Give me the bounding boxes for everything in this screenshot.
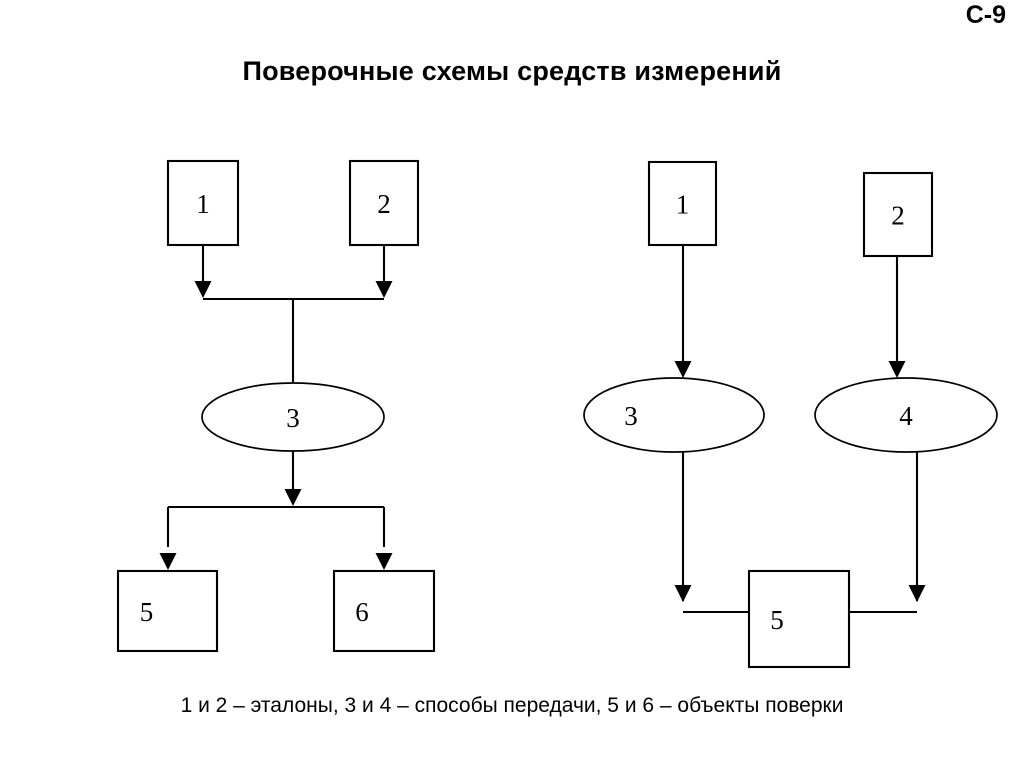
arrowhead-icon	[284, 489, 302, 506]
node-label: 6	[355, 597, 369, 627]
node-rect	[747, 569, 851, 669]
node-R5: 5	[747, 569, 851, 669]
arrowhead-icon	[194, 281, 212, 298]
node-R2: 2	[862, 171, 934, 258]
diagram-edges-layer	[159, 245, 926, 614]
node-ellipse	[814, 377, 998, 453]
arrowhead-icon	[159, 553, 177, 570]
node-R1: 1	[647, 160, 718, 247]
node-L5: 5	[116, 569, 219, 653]
node-rect	[647, 160, 718, 247]
node-label: 2	[377, 189, 391, 219]
page-title: Поверочные схемы средств измерений	[242, 56, 782, 87]
connector-R3-R5	[681, 451, 749, 614]
slide-corner-tag: C-9	[965, 1, 1006, 29]
diagram-caption: 1 и 2 – эталоны, 3 и 4 – способы передач…	[180, 694, 844, 717]
arrowhead-icon	[375, 553, 393, 570]
arrowhead-icon	[888, 361, 906, 378]
node-rect	[862, 171, 934, 258]
right-scheme-nodes: 1 2 3 4 5	[583, 160, 998, 669]
node-L2: 2	[348, 159, 420, 247]
node-label: 1	[196, 189, 210, 219]
arrowhead-icon	[375, 281, 393, 298]
node-rect	[332, 569, 436, 653]
node-ellipse	[583, 377, 765, 453]
node-label: 1	[676, 190, 690, 220]
arrowhead-icon	[908, 585, 926, 602]
node-label: 3	[624, 401, 638, 431]
node-label: 4	[899, 401, 913, 431]
node-label: 2	[891, 201, 905, 231]
node-L3: 3	[201, 382, 385, 452]
node-L6: 6	[332, 569, 436, 653]
left-scheme-nodes: 1 2 3 5 6	[116, 159, 436, 653]
connector-R4-R5	[849, 452, 919, 614]
node-L1: 1	[166, 159, 240, 247]
node-rect	[348, 159, 420, 247]
node-R3: 3	[583, 377, 765, 453]
node-R4: 4	[814, 377, 998, 453]
connector-split-bar	[166, 505, 386, 547]
node-ellipse	[201, 382, 385, 452]
connector-merge-bar	[203, 297, 384, 383]
node-rect	[166, 159, 240, 247]
arrowhead-icon	[674, 361, 692, 378]
node-label: 5	[770, 605, 784, 635]
node-rect	[116, 569, 219, 653]
left-scheme-edges	[159, 245, 393, 570]
right-scheme-edges	[674, 245, 926, 614]
node-label: 3	[286, 403, 300, 433]
diagram-nodes-layer: 1 2 3 5 6 1 2 3 4 5	[116, 159, 998, 669]
node-label: 5	[140, 597, 154, 627]
arrowhead-icon	[674, 585, 692, 602]
